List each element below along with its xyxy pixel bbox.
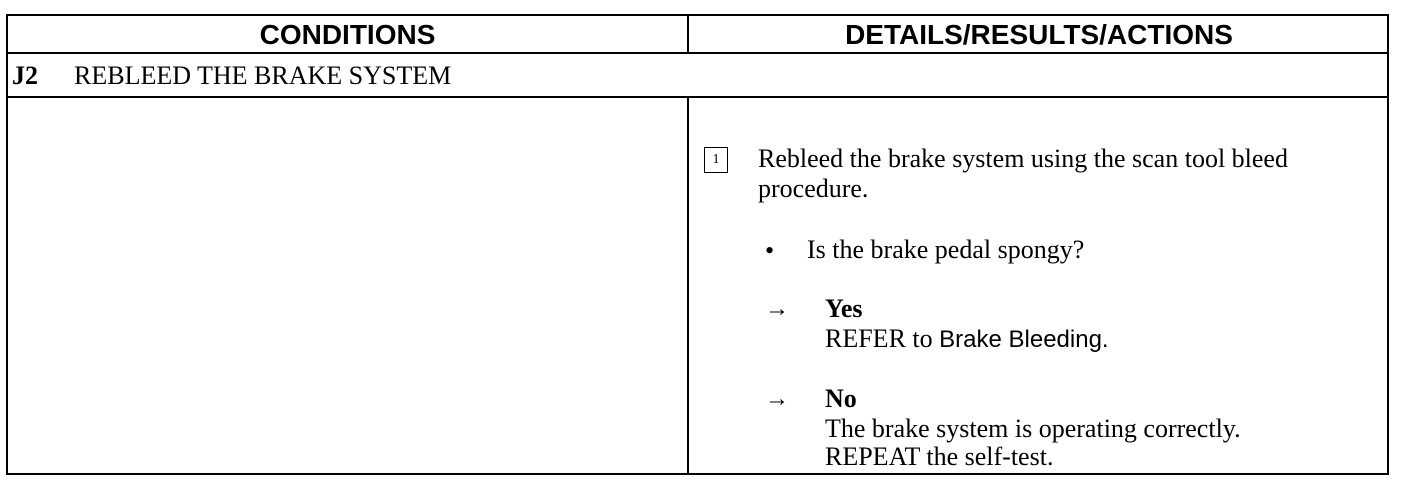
table-header-row: CONDITIONS DETAILS/RESULTS/ACTIONS [8,16,1387,54]
question-text: Is the brake pedal spongy? [807,235,1085,264]
bullet-icon: • [765,236,775,265]
step-id: J2 [12,61,38,90]
details-cell: 1 Rebleed the brake system using the sca… [689,98,1389,473]
column-divider [687,98,689,473]
arrow-right-icon: → [765,386,789,412]
answer-no-line-2: REPEAT the self-test. [825,442,1054,471]
brake-bleeding-link[interactable]: Brake Bleeding. [939,326,1109,353]
answer-no-label: No [825,384,857,413]
answer-yes-label: Yes [825,294,863,323]
header-divider [687,16,689,52]
details-header: DETAILS/RESULTS/ACTIONS [845,19,1233,50]
substep-instruction: Rebleed the brake system using the scan … [758,144,1288,203]
answer-no-line-1: The brake system is operating correctly. [825,414,1241,443]
conditions-header: CONDITIONS [259,19,436,50]
refer-prefix: REFER to [825,324,940,353]
step-title: REBLEED THE BRAKE SYSTEM [74,61,452,90]
substep-number-box: 1 [704,147,728,173]
step-title-row: J2 REBLEED THE BRAKE SYSTEM [8,54,1387,98]
arrow-right-icon: → [765,296,789,322]
diagnostic-table: CONDITIONS DETAILS/RESULTS/ACTIONS J2 RE… [6,14,1389,475]
answer-yes-action: REFER to Brake Bleeding. [825,324,1109,355]
